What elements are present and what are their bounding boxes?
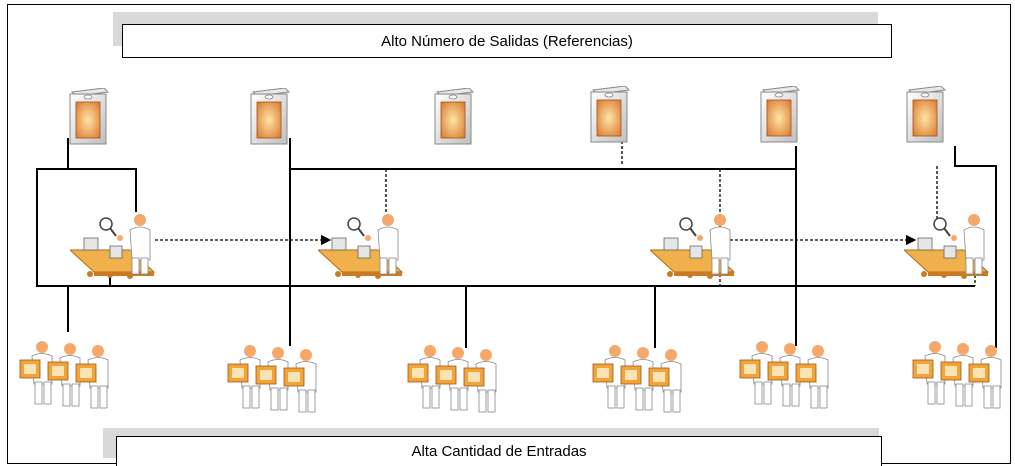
rack-cabinet-icon bbox=[760, 86, 800, 143]
operator-conveyor-icon bbox=[904, 213, 989, 280]
bottom-banner: Alta Cantidad de Entradas bbox=[116, 436, 882, 466]
workers-with-boxes-icon bbox=[408, 345, 496, 412]
top-banner-label: Alto Número de Salidas (Referencias) bbox=[381, 32, 633, 50]
workers-with-boxes-icon bbox=[740, 341, 828, 408]
operator-conveyor-icon bbox=[650, 213, 735, 280]
rack-cabinet-icon bbox=[69, 88, 109, 145]
rack-cabinet-icon bbox=[590, 86, 630, 143]
bottom-banner-label: Alta Cantidad de Entradas bbox=[411, 443, 587, 460]
operator-conveyor-icon bbox=[70, 213, 155, 280]
line-c6 bbox=[954, 146, 997, 348]
diagram-frame bbox=[7, 4, 1011, 464]
workers-with-boxes-icon bbox=[20, 341, 108, 408]
rack-cabinet-icon bbox=[906, 86, 946, 143]
rack-cabinet-icon bbox=[250, 88, 290, 145]
workers-with-boxes-icon bbox=[913, 341, 1001, 408]
top-banner: Alto Número de Salidas (Referencias) bbox=[122, 24, 892, 58]
workers-with-boxes-icon bbox=[593, 345, 681, 412]
operator-conveyor-icon bbox=[318, 213, 403, 280]
workers-with-boxes-icon bbox=[228, 345, 316, 412]
rack-cabinet-icon bbox=[434, 88, 474, 145]
